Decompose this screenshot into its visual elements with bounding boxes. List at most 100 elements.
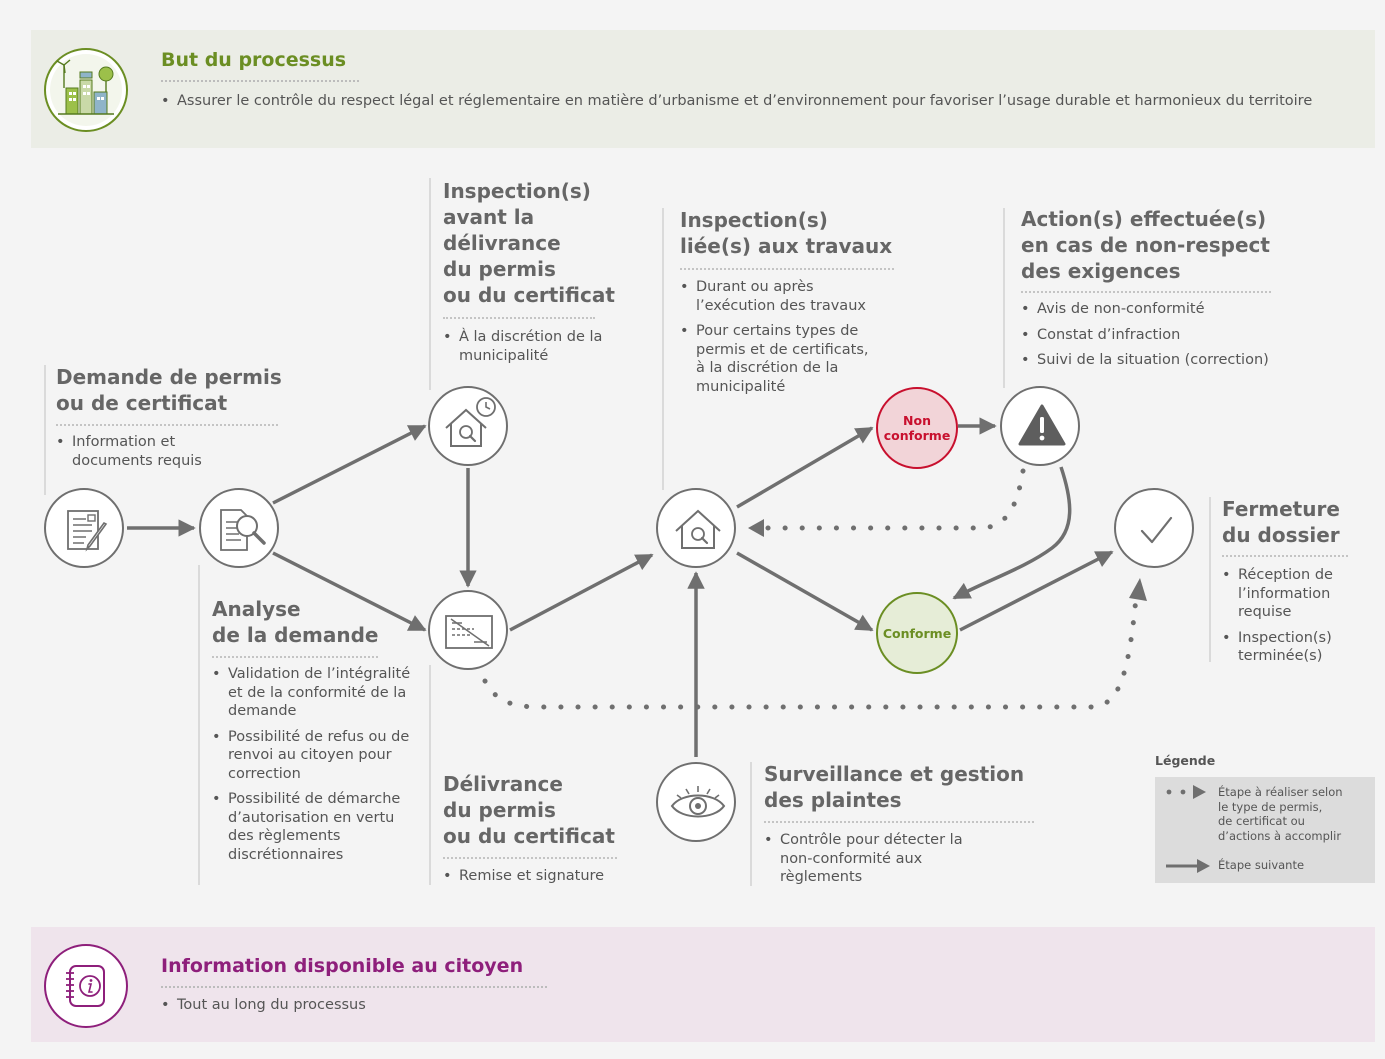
inspection-avant-title-line: avant la (443, 205, 535, 229)
delivrance-rule-line (429, 665, 431, 885)
inspection-travaux-heading: Inspection(s) liée(s) aux travaux (680, 207, 892, 259)
inspection-travaux-bullets: Durant ou après l’exécution des travaux … (680, 278, 875, 403)
analyse-title-line: Analyse (212, 597, 301, 621)
actions-title-line: des exigences (1021, 259, 1181, 283)
analyse-bullets: Validation de l’intégralité et de la con… (212, 665, 424, 871)
legend-dotted-line: le type de permis, (1218, 799, 1323, 814)
surveillance-heading: Surveillance et gestion des plaintes (764, 761, 1024, 813)
arrow-analyse-to-delivrance (272, 551, 427, 632)
inspection-avant-rule-line (429, 178, 431, 390)
purpose-bullet: • (161, 93, 170, 109)
inspection-travaux-title-line: liée(s) aux travaux (680, 234, 893, 258)
legend-dotted-line: d’actions à accomplir (1218, 828, 1342, 843)
legend-dotted-line: Étape à réaliser selon (1218, 785, 1343, 799)
analyse-heading: Analyse de la demande (212, 596, 379, 648)
actions-title-line: Action(s) effectuée(s) (1021, 207, 1267, 231)
legend-dotted-arrowhead (1193, 785, 1206, 799)
info-title-rule (161, 986, 547, 988)
surveillance-bullet: Contrôle pour détecter la non-conformité… (764, 831, 984, 887)
actions-bullet: Constat d’infraction (1021, 326, 1311, 345)
demande-title-line: ou de certificat (56, 391, 228, 415)
eye-icon (656, 762, 736, 842)
surveillance-title-line: Surveillance et gestion (764, 762, 1025, 786)
legend-dot (1166, 789, 1172, 795)
delivrance-bullets: Remise et signature (443, 867, 628, 893)
analyse-heading-rule (212, 656, 378, 658)
arrow-actions-to-conforme (952, 466, 1072, 600)
inspection-avant-bullet: À la discrétion de la municipalité (443, 328, 603, 365)
analyse-bullet: Validation de l’intégralité et de la con… (212, 665, 424, 721)
permit-certificate-icon (428, 590, 508, 670)
document-search-icon (199, 488, 279, 568)
warning-icon (1000, 386, 1080, 466)
demande-bullet: Information et documents requis (56, 433, 256, 470)
demande-heading: Demande de permis ou de certificat (56, 364, 282, 416)
actions-title-line: en cas de non-respect (1021, 233, 1270, 257)
fermeture-title-line: du dossier (1222, 523, 1340, 547)
actions-bullet: Avis de non-conformité (1021, 300, 1311, 319)
inspection-avant-heading-rule (443, 317, 595, 319)
dotted-arrow-head-up (1129, 578, 1147, 601)
inspection-travaux-bullet: Durant ou après l’exécution des travaux (680, 278, 875, 315)
inspection-avant-title-line: Inspection(s) (443, 179, 591, 203)
purpose-text: Assurer le contrôle du respect légal et … (177, 93, 1313, 109)
fermeture-bullet: Inspection(s) terminée(s) (1222, 629, 1362, 666)
fermeture-title-line: Fermeture (1222, 497, 1340, 521)
non-conforme-line: conforme (883, 428, 951, 443)
dotted-actions-to-inspection (762, 468, 1026, 531)
legend-solid-text: Étape suivante (1218, 858, 1305, 872)
info-banner (31, 927, 1375, 1042)
legend-solid-arrowhead (1197, 859, 1210, 873)
arrow-analyse-to-inspection-avant (272, 424, 427, 505)
fermeture-bullets: Réception de l’information requise Inspe… (1222, 566, 1362, 673)
actions-bullets: Avis de non-conformité Constat d’infract… (1021, 300, 1311, 377)
delivrance-bullet: Remise et signature (443, 867, 628, 886)
demande-heading-rule (56, 424, 278, 426)
fermeture-rule-line (1209, 497, 1211, 662)
inspection-avant-bullets: À la discrétion de la municipalité (443, 328, 603, 372)
legend-dot (1180, 789, 1186, 795)
demande-bullets: Information et documents requis (56, 433, 256, 477)
inspection-travaux-title-line: Inspection(s) (680, 208, 828, 232)
actions-rule-line (1003, 208, 1005, 388)
delivrance-title-line: du permis (443, 798, 556, 822)
inspection-travaux-rule-line (662, 208, 664, 490)
checkmark-icon (1114, 488, 1194, 568)
non-conforme-status: Non conforme (876, 387, 958, 469)
demande-rule-line (44, 365, 46, 495)
delivrance-title-line: ou du certificat (443, 824, 615, 848)
legend-title: Légende (1155, 753, 1216, 768)
conforme-status: Conforme (876, 592, 958, 674)
legend-dotted-line: de certificat ou (1218, 814, 1305, 828)
arrow-delivrance-to-inspection-travaux (509, 553, 654, 632)
purpose-banner (31, 30, 1375, 148)
arrow-conforme-to-fermeture (959, 550, 1114, 632)
fermeture-bullet: Réception de l’information requise (1222, 566, 1362, 622)
inspection-avant-title-line: du permis (443, 257, 556, 281)
inspection-travaux-bullet: Pour certains types de permis et de cert… (680, 322, 875, 396)
sustainable-city-icon (44, 48, 128, 132)
info-text: Tout au long du processus (177, 997, 366, 1013)
info-notebook-icon (44, 944, 128, 1028)
info-bullet: • (161, 997, 170, 1013)
inspection-avant-title-line: ou du certificat (443, 283, 615, 307)
analyse-title-line: de la demande (212, 623, 379, 647)
fermeture-heading: Fermeture du dossier (1222, 496, 1340, 548)
arrow-inspection-to-non-conforme (736, 426, 874, 509)
house-inspection-clock-icon (428, 386, 508, 466)
delivrance-title-line: Délivrance (443, 772, 563, 796)
info-title: Information disponible au citoyen (161, 955, 524, 977)
analyse-bullet: Possibilité de démarche d’autorisation e… (212, 790, 424, 864)
legend-dotted-text: Étape à réaliser selon le type de permis… (1218, 785, 1368, 843)
legend-box: Étape à réaliser selon le type de permis… (1155, 777, 1375, 883)
surveillance-rule-line (750, 762, 752, 886)
inspection-avant-title-line: délivrance (443, 231, 561, 255)
purpose-title-rule (161, 80, 359, 82)
delivrance-heading-rule (443, 857, 617, 859)
surveillance-bullets: Contrôle pour détecter la non-conformité… (764, 831, 984, 894)
actions-heading: Action(s) effectuée(s) en cas de non-res… (1021, 206, 1270, 284)
fermeture-heading-rule (1222, 555, 1348, 557)
house-inspection-icon (656, 488, 736, 568)
